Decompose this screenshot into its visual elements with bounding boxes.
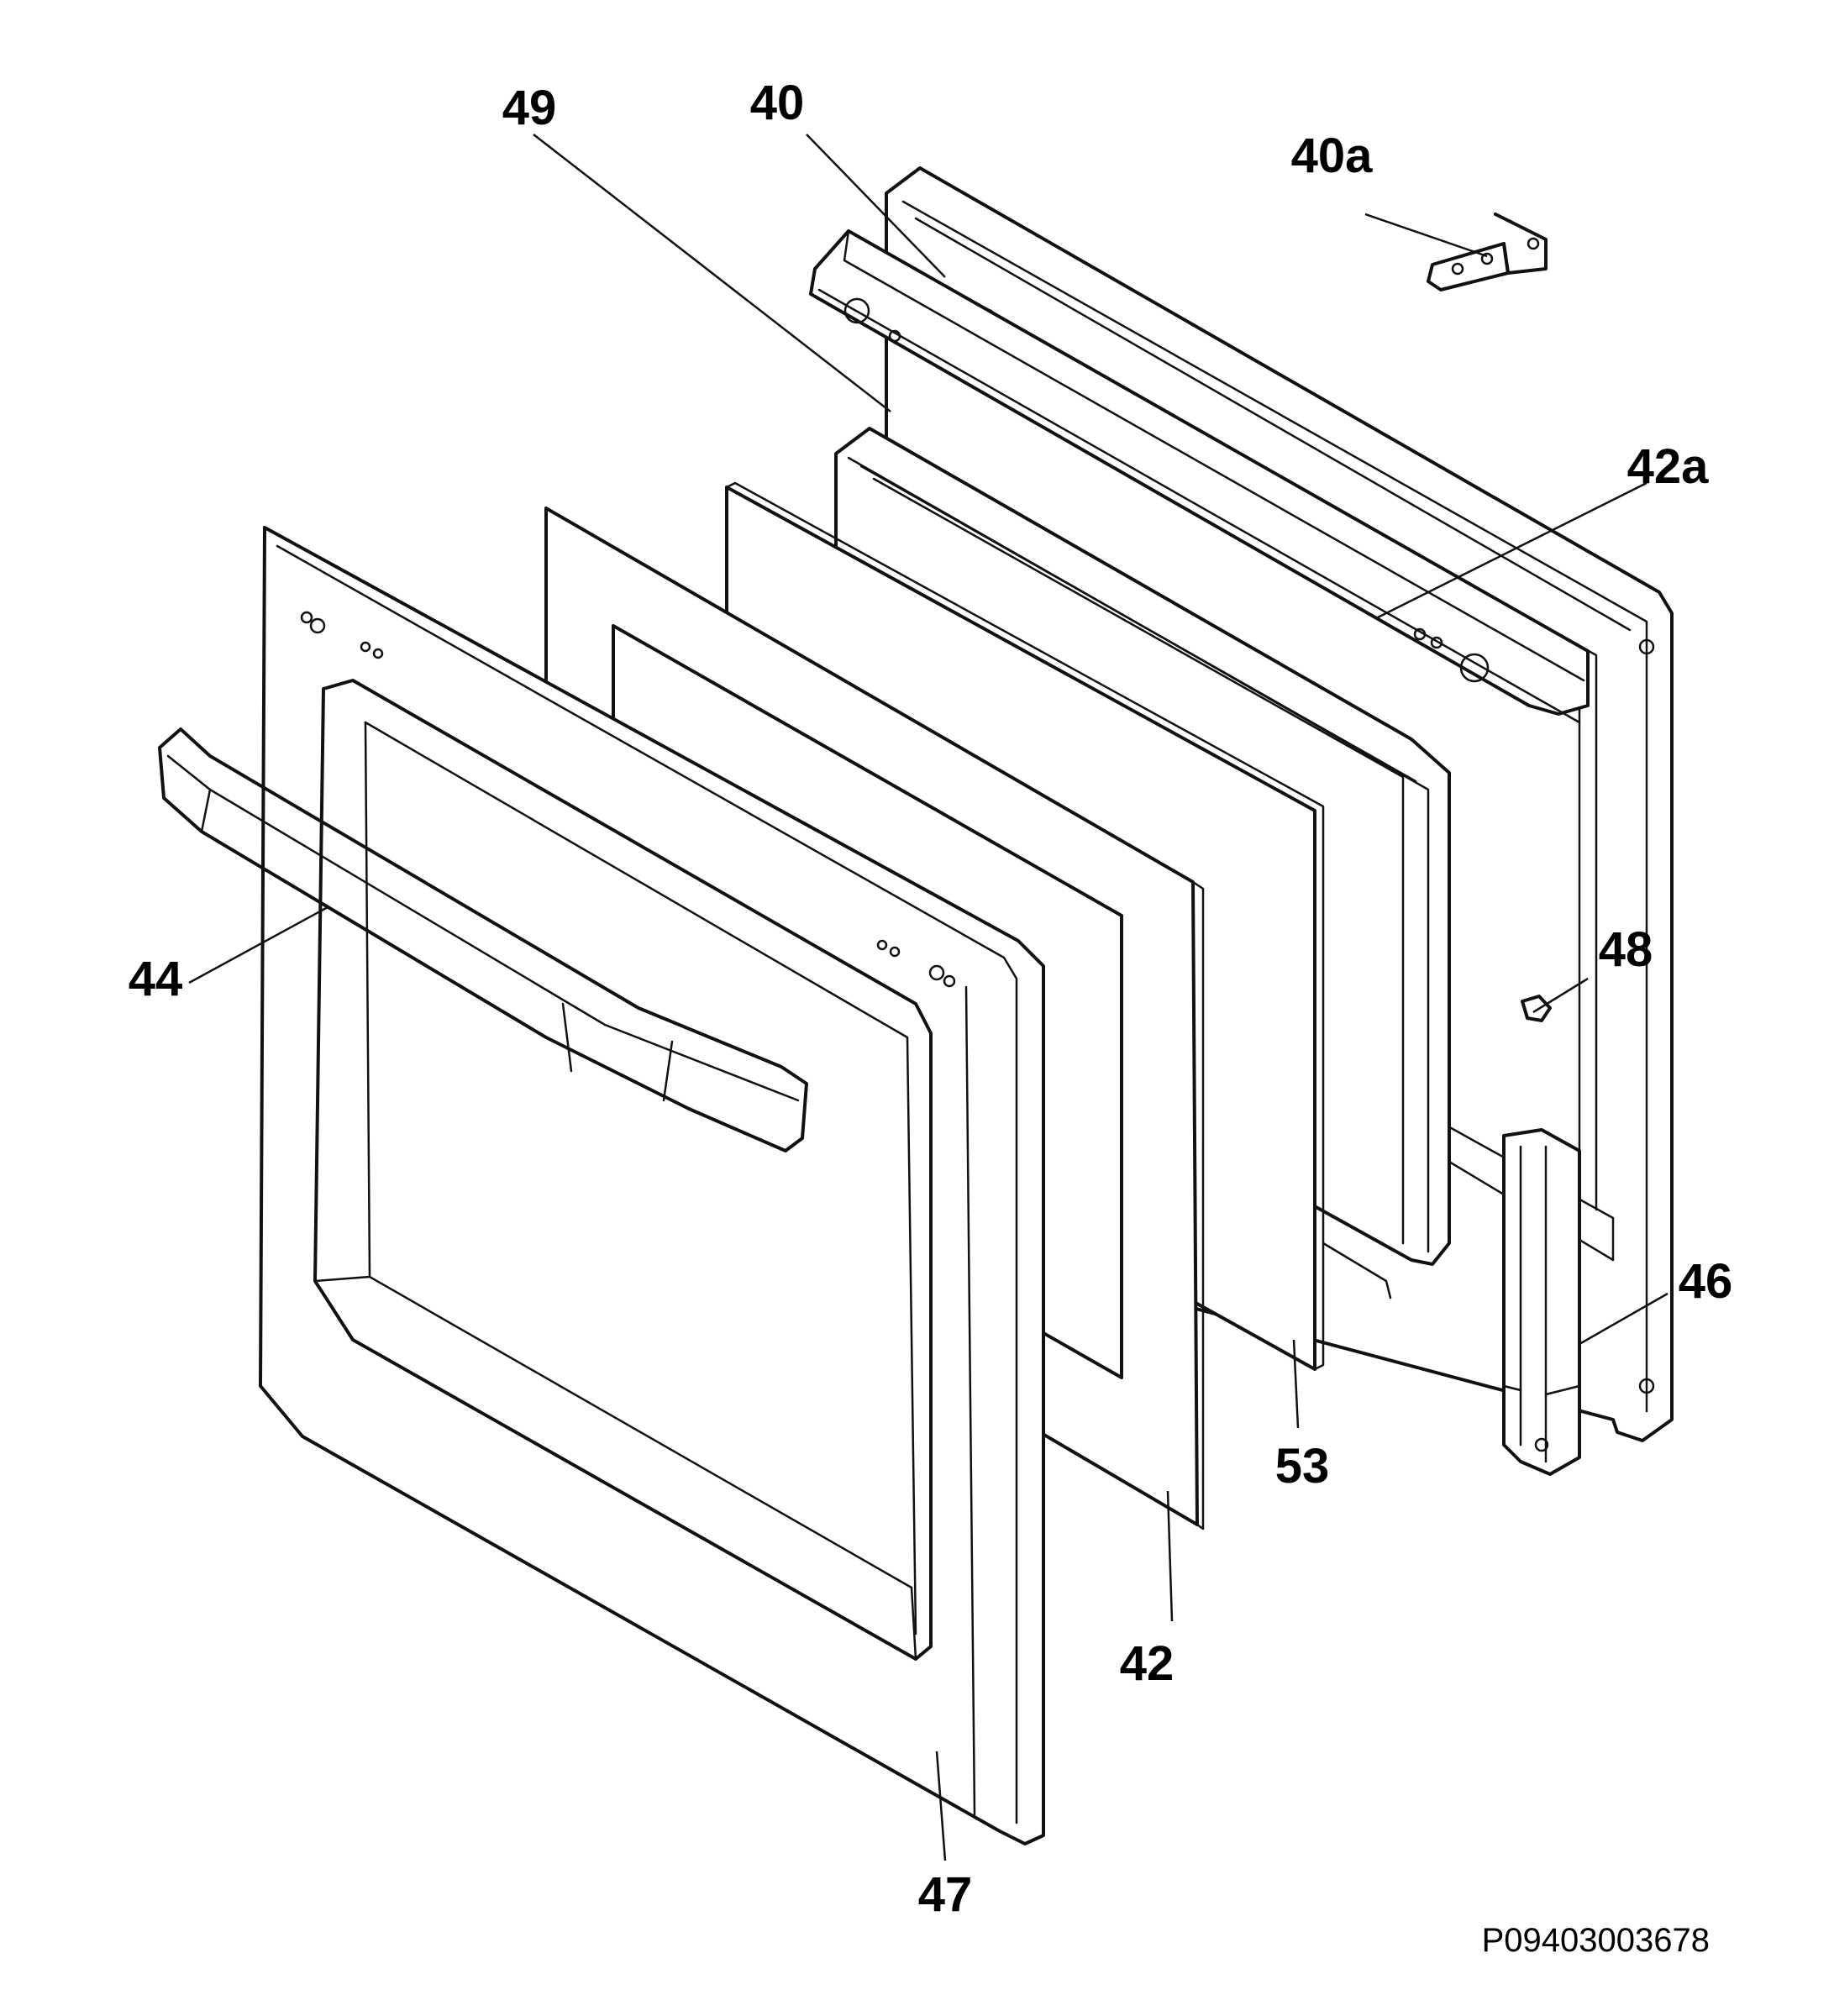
callout-46: 46	[1679, 1254, 1733, 1309]
callout-47: 47	[918, 1867, 973, 1922]
callout-48: 48	[1599, 922, 1653, 977]
callout-49: 49	[502, 81, 557, 135]
callout-53: 53	[1275, 1439, 1330, 1494]
part-44-door-handle	[158, 727, 808, 1152]
part-47-outer-door-panel	[259, 526, 1045, 1845]
leader-lines	[188, 134, 1668, 1861]
part-40a-hinge-clip	[1427, 213, 1548, 291]
part-48-clip	[1521, 995, 1552, 1022]
callout-42: 42	[1120, 1636, 1174, 1691]
reference-code: P09403003678	[1482, 1922, 1710, 1959]
callout-44: 44	[129, 952, 183, 1006]
part-46-hinge	[1502, 1128, 1581, 1476]
callout-40: 40	[750, 76, 805, 130]
callout-40a: 40a	[1291, 129, 1374, 183]
part-42a-top-bracket	[809, 229, 1590, 724]
callout-42a: 42a	[1627, 439, 1710, 494]
